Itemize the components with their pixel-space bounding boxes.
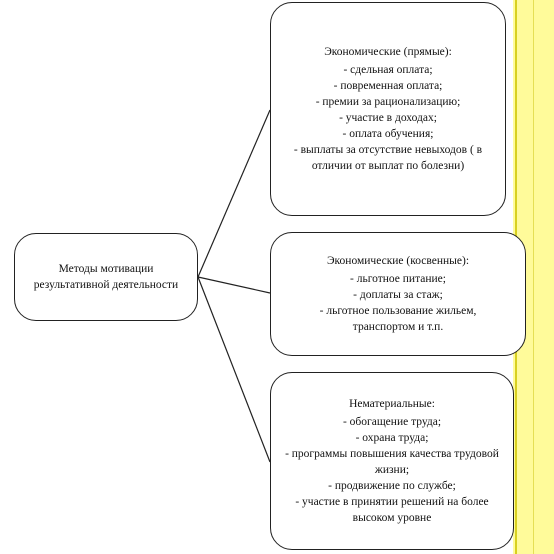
non-material-heading: Нематериальные: (349, 398, 435, 410)
list-item: - льготное пользование жильем, транспорт… (319, 305, 477, 333)
list-item: - программы повышения качества трудовой … (285, 448, 499, 476)
list-item: - оплата обучения; (342, 128, 434, 140)
list-item: - льготное питание; (350, 273, 446, 285)
list-item: - охрана труда; (355, 432, 429, 444)
list-item: - участие в доходах; (339, 112, 437, 124)
connector-to-non-material (197, 276, 271, 463)
non-material-box: Нематериальные: - обогащение труда; - ох… (270, 372, 514, 550)
direct-economic-heading: Экономические (прямые): (324, 46, 452, 58)
list-item: - обогащение труда; (342, 416, 442, 428)
indirect-economic-heading: Экономические (косвенные): (326, 255, 470, 267)
list-item: - доплаты за стаж; (353, 289, 443, 301)
list-item: - повременная оплата; (333, 80, 443, 92)
list-item: - сдельная оплата; (343, 64, 433, 76)
connector-to-indirect-economic (197, 276, 271, 294)
direct-economic-box: Экономические (прямые): - сдельная оплат… (270, 2, 506, 216)
margin-line-secondary (533, 0, 534, 554)
list-item: - выплаты за отсутствие невыходов ( в от… (293, 144, 483, 172)
list-item: - премии за рационализацию; (315, 96, 461, 108)
motivation-methods-label: Методы мотивации результативной деятельн… (33, 263, 179, 291)
list-item: - продвижение по службе; (328, 480, 456, 492)
connector-to-direct-economic (197, 109, 271, 278)
list-item: - участие в принятии решений на более вы… (295, 496, 489, 524)
indirect-economic-box: Экономические (косвенные): - льготное пи… (270, 232, 526, 356)
motivation-methods-box: Методы мотивации результативной деятельн… (14, 233, 198, 321)
